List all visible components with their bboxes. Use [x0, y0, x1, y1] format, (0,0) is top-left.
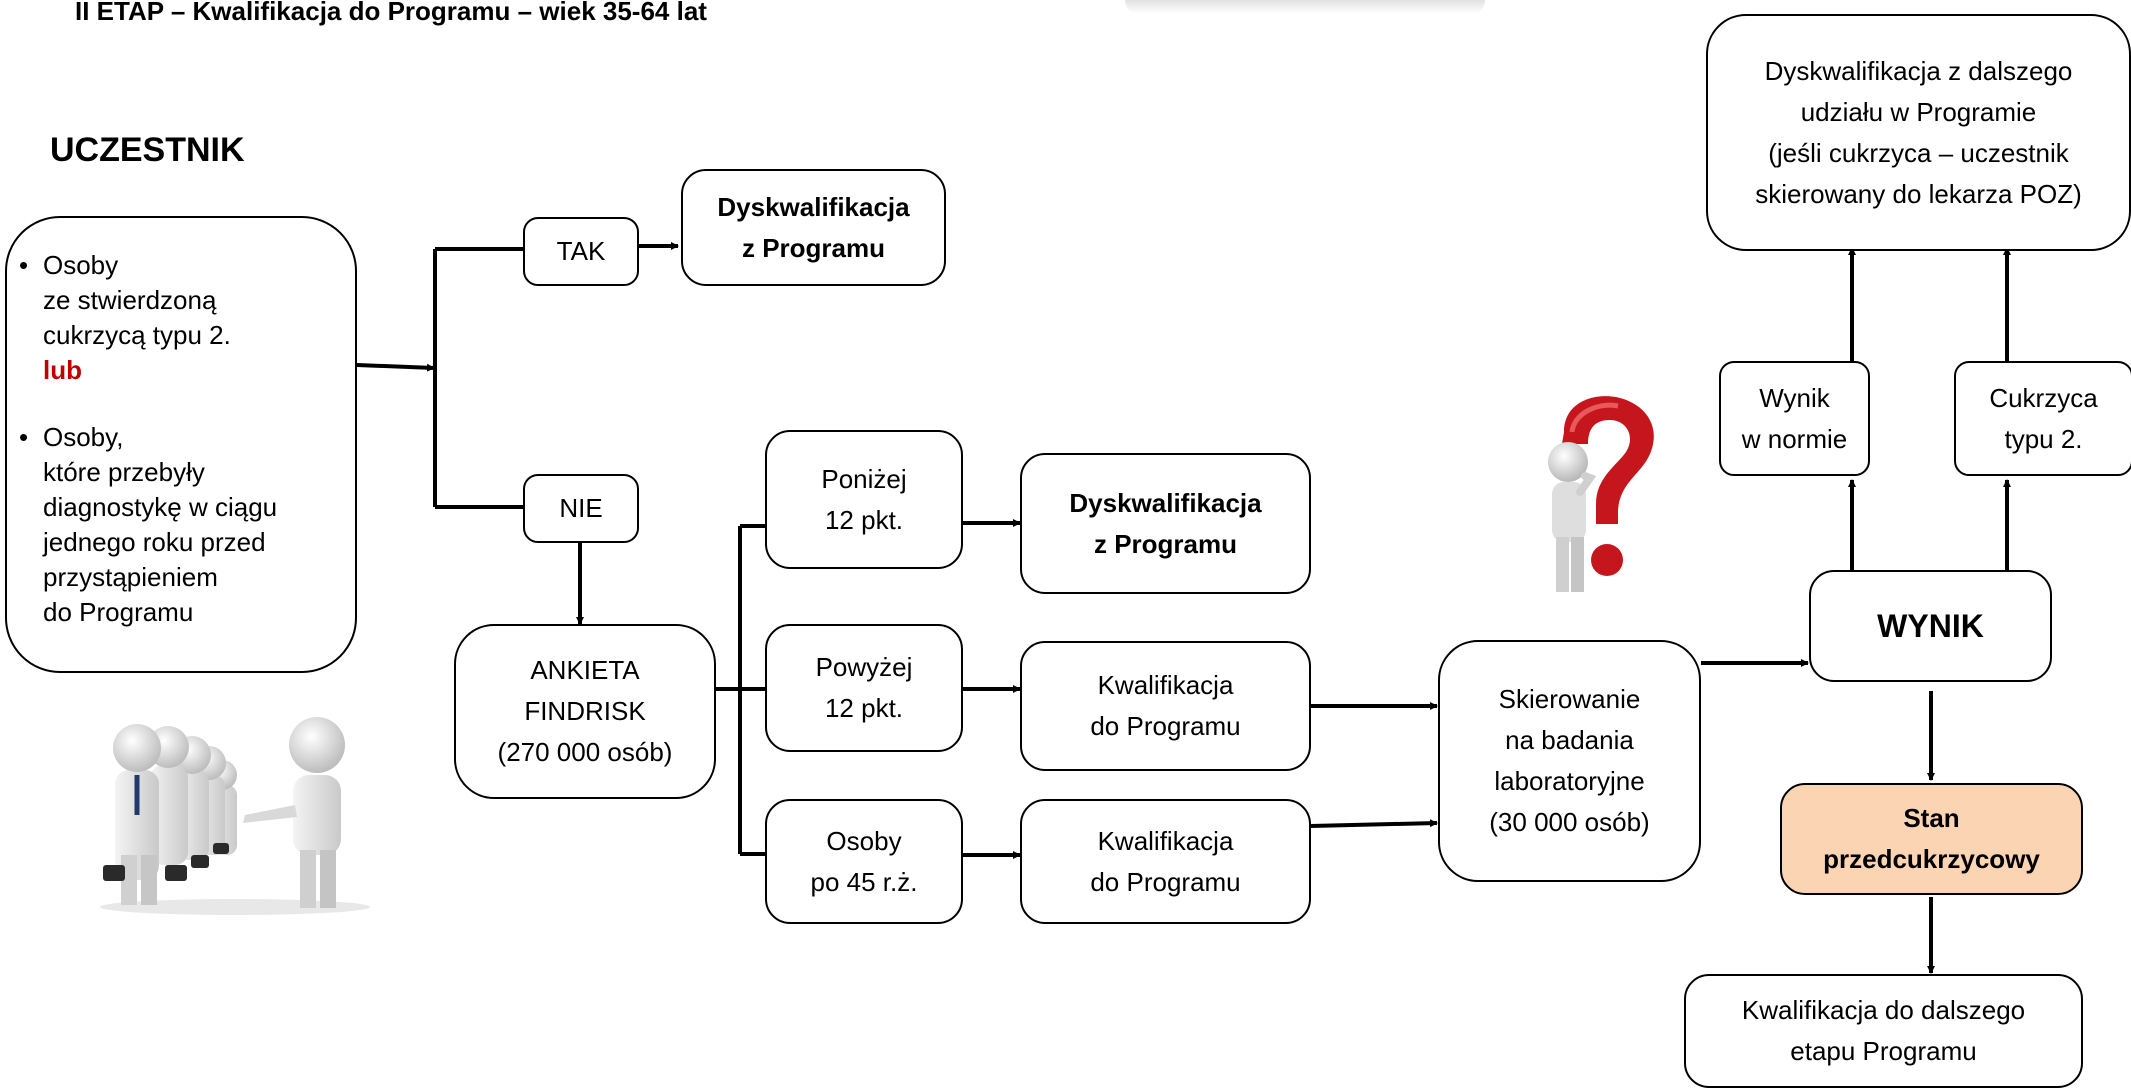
criteria-2-line-2: które przebyły	[43, 457, 205, 487]
decision-no-label: NIE	[559, 493, 603, 523]
qualify-1-line-2: do Programu	[1090, 711, 1241, 741]
decision-yes-box: TAK	[523, 217, 639, 286]
qualify-box-2: Kwalifikacja do Programu	[1020, 799, 1311, 924]
referral-line-2: na badania	[1505, 725, 1634, 755]
referral-line-4: (30 000 osób)	[1489, 807, 1650, 837]
qualify-2-line-2: do Programu	[1090, 866, 1241, 897]
criteria-1-line-1: Osoby	[43, 250, 119, 280]
referral-line-1: Skierowanie	[1498, 684, 1641, 714]
branch-below-12-box: Poniżej 12 pkt.	[765, 430, 963, 569]
qualify-box-1: Kwalifikacja do Programu	[1020, 641, 1311, 771]
criteria-2-line-6: do Programu	[43, 597, 194, 627]
lab-referral-box: Skierowanie na badania laboratoryjne (30…	[1438, 640, 1701, 882]
qualify-next-line-1: Kwalifikacja do dalszego	[1741, 995, 2026, 1025]
disqualify-further-box: Dyskwalifikacja z dalszego udziału w Pro…	[1706, 14, 2131, 251]
people-group-illustration	[100, 717, 370, 915]
section-label: UCZESTNIK	[50, 131, 245, 169]
prediabetes-line-1: Stan	[1903, 803, 1960, 833]
criteria-1-line-2: ze stwierdzoną	[43, 285, 217, 315]
branch-above-line-2: 12 pkt.	[824, 693, 904, 723]
disqualify-top-line-2: z Programu	[741, 232, 886, 263]
disqualify-box-middle: Dyskwalifikacja z Programu	[1020, 453, 1311, 594]
disqualify-further-line-1: Dyskwalifikacja z dalszego	[1764, 55, 2073, 86]
prediabetes-box: Stan przedcukrzycowy	[1780, 783, 2083, 895]
connector-word: lub	[43, 355, 82, 385]
branch-below-line-2: 12 pkt.	[824, 504, 904, 535]
survey-line-1: ANKIETA	[530, 655, 640, 685]
qualify-2-line-1: Kwalifikacja	[1097, 825, 1234, 856]
decision-no-box: NIE	[523, 474, 639, 543]
diabetes-line-2: typu 2.	[2004, 423, 2083, 454]
disqualify-further-line-4: skierowany do lekarza POZ)	[1755, 178, 2082, 209]
page-title: II ETAP – Kwalifikacja do Programu – wie…	[75, 0, 707, 26]
branch-over-45-box: Osoby po 45 r.ż.	[765, 799, 963, 924]
question-mark-figure-illustration	[1548, 396, 1654, 592]
disqualify-further-line-2: udziału w Programie	[1800, 96, 2037, 127]
normal-result-box: Wynik w normie	[1719, 361, 1870, 476]
branch-below-line-1: Poniżej	[821, 463, 907, 494]
criteria-2-line-3: diagnostykę w ciągu	[43, 492, 278, 522]
branch-over45-line-1: Osoby	[826, 825, 902, 856]
diabetes-type2-box: Cukrzyca typu 2.	[1954, 361, 2131, 476]
bullet-icon: •	[19, 250, 29, 280]
criteria-2-line-4: jednego roku przed	[43, 527, 266, 557]
decision-yes-label: TAK	[556, 236, 606, 266]
branch-above-line-1: Powyżej	[815, 652, 913, 682]
disqualify-box-top: Dyskwalifikacja z Programu	[681, 169, 946, 286]
prediabetes-line-2: przedcukrzycowy	[1823, 844, 2040, 874]
bullet-icon: •	[19, 422, 29, 452]
referral-line-3: laboratoryjne	[1494, 766, 1645, 796]
qualify-1-line-1: Kwalifikacja	[1097, 670, 1234, 700]
participant-criteria-box: • Osoby ze stwierdzoną cukrzycą typu 2. …	[5, 216, 357, 673]
normal-line-2: w normie	[1741, 423, 1848, 454]
branch-above-12-box: Powyżej 12 pkt.	[765, 624, 963, 752]
result-label: WYNIK	[1877, 607, 1984, 644]
criteria-1-line-3: cukrzycą typu 2.	[43, 320, 231, 350]
disqualify-further-line-3: (jeśli cukrzyca – uczestnik	[1768, 137, 2069, 168]
cropped-illustration	[1125, 0, 1485, 14]
survey-line-3: (270 000 osób)	[497, 737, 673, 767]
result-box: WYNIK	[1809, 570, 2052, 682]
qualify-next-line-2: etapu Programu	[1790, 1036, 1977, 1066]
disqualify-top-line-1: Dyskwalifikacja	[717, 191, 910, 222]
qualify-next-stage-box: Kwalifikacja do dalszego etapu Programu	[1684, 974, 2083, 1088]
findrisk-survey-box: ANKIETA FINDRISK (270 000 osób)	[454, 624, 716, 799]
disqualify-mid-line-1: Dyskwalifikacja	[1069, 487, 1262, 518]
survey-line-2: FINDRISK	[524, 696, 646, 726]
criteria-2-line-1: Osoby,	[43, 422, 124, 452]
branch-over45-line-2: po 45 r.ż.	[810, 866, 918, 897]
normal-line-1: Wynik	[1759, 382, 1830, 413]
criteria-2-line-5: przystąpieniem	[43, 562, 218, 592]
disqualify-mid-line-2: z Programu	[1093, 528, 1238, 559]
diabetes-line-1: Cukrzyca	[1989, 382, 2098, 413]
